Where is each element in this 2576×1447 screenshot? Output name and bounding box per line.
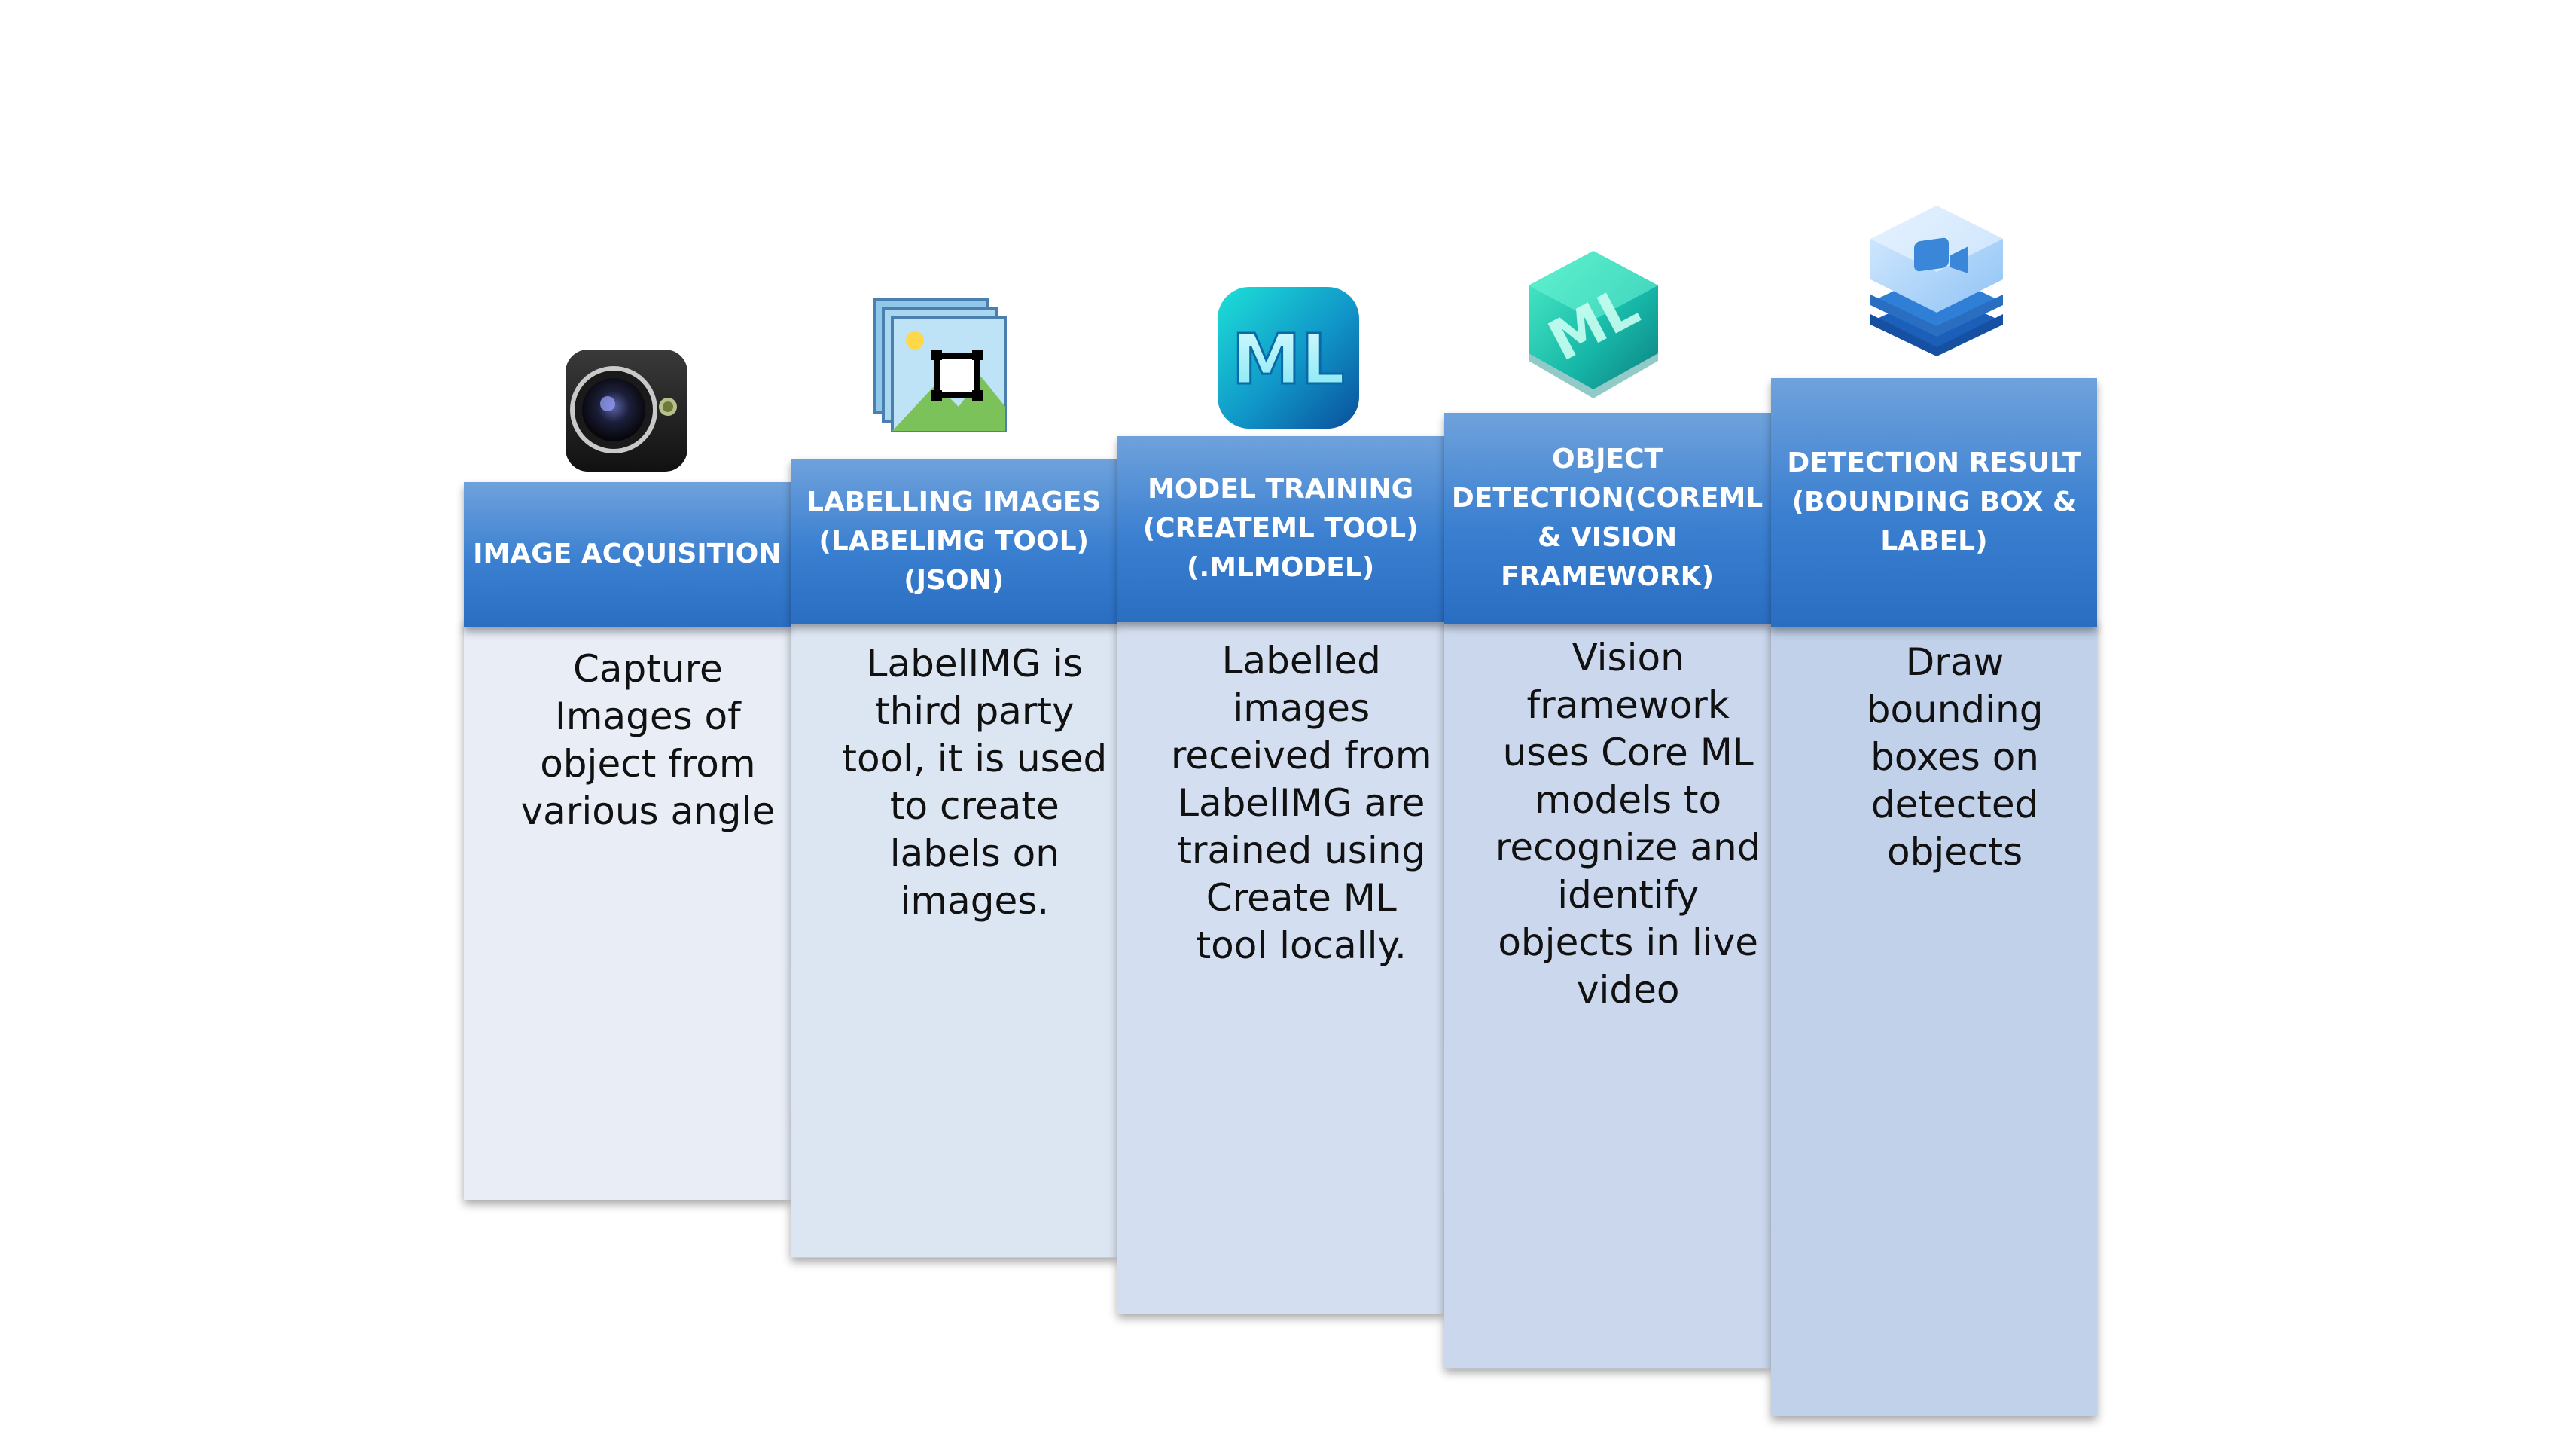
step-header-model-training: MODEL TRAINING (CREATEML TOOL) (.MLMODEL… — [1117, 435, 1444, 623]
step-header-object-detection: OBJECT DETECTION(COREML & VISION FRAMEWO… — [1443, 412, 1771, 624]
step-header-detection-result: DETECTION RESULT (BOUNDING BOX & LABEL) — [1770, 377, 2098, 627]
step-panel-shape — [1770, 619, 2098, 1417]
step-body-model-training — [1117, 615, 1486, 1314]
step-panel-shape — [1443, 616, 1812, 1369]
step-header-label: OBJECT DETECTION(COREML & VISION FRAMEWO… — [1451, 444, 1764, 593]
reality-composer-icon — [1861, 201, 2012, 363]
svg-text:ML: ML — [1232, 319, 1345, 400]
step-description: Capture Images of object from various an… — [520, 646, 776, 833]
step-header-label: MODEL TRAINING (CREATEML TOOL) (.MLMODEL… — [1142, 474, 1419, 584]
step-body-image-acquisition — [463, 619, 832, 1201]
step-panel-shape — [1117, 615, 1486, 1314]
step-panel-shape — [463, 619, 832, 1201]
step-panel-fill — [463, 619, 832, 1201]
step-description: Draw bounding boxes on detected objects — [1866, 640, 2044, 875]
coreml-icon: ML — [1518, 248, 1669, 410]
step-panel-shape — [790, 616, 1159, 1258]
step-panel-fill — [1443, 616, 1812, 1369]
step-panel-fill — [1770, 619, 2098, 1417]
step-panel-fill — [790, 616, 1159, 1258]
step-header-label: LABELLING IMAGES (LABELIMG TOOL) (JSON) — [806, 486, 1102, 596]
step-header-label: IMAGE ACQUISITION — [473, 539, 782, 570]
step-body-detection-result — [1770, 619, 2098, 1417]
step-description: LabelIMG is third party tool, it is used… — [842, 642, 1108, 923]
step-header-labelling-images: LABELLING IMAGES (LABELIMG TOOL) (JSON) — [790, 459, 1117, 624]
step-description: Vision framework uses Core ML models to … — [1495, 635, 1761, 1012]
step-panel-fill — [1117, 615, 1486, 1314]
step-header-label: DETECTION RESULT (BOUNDING BOX & LABEL) — [1787, 447, 2081, 557]
camera-icon — [562, 346, 690, 478]
createml-icon: ML — [1215, 284, 1362, 435]
labelimg-icon — [868, 294, 1011, 441]
step-body-labelling-images — [790, 616, 1159, 1258]
step-header-image-acquisition: IMAGE ACQUISITION — [463, 481, 791, 627]
step-body-object-detection — [1443, 616, 1812, 1369]
step-description: Labelled images received from LabelIMG a… — [1170, 638, 1432, 967]
